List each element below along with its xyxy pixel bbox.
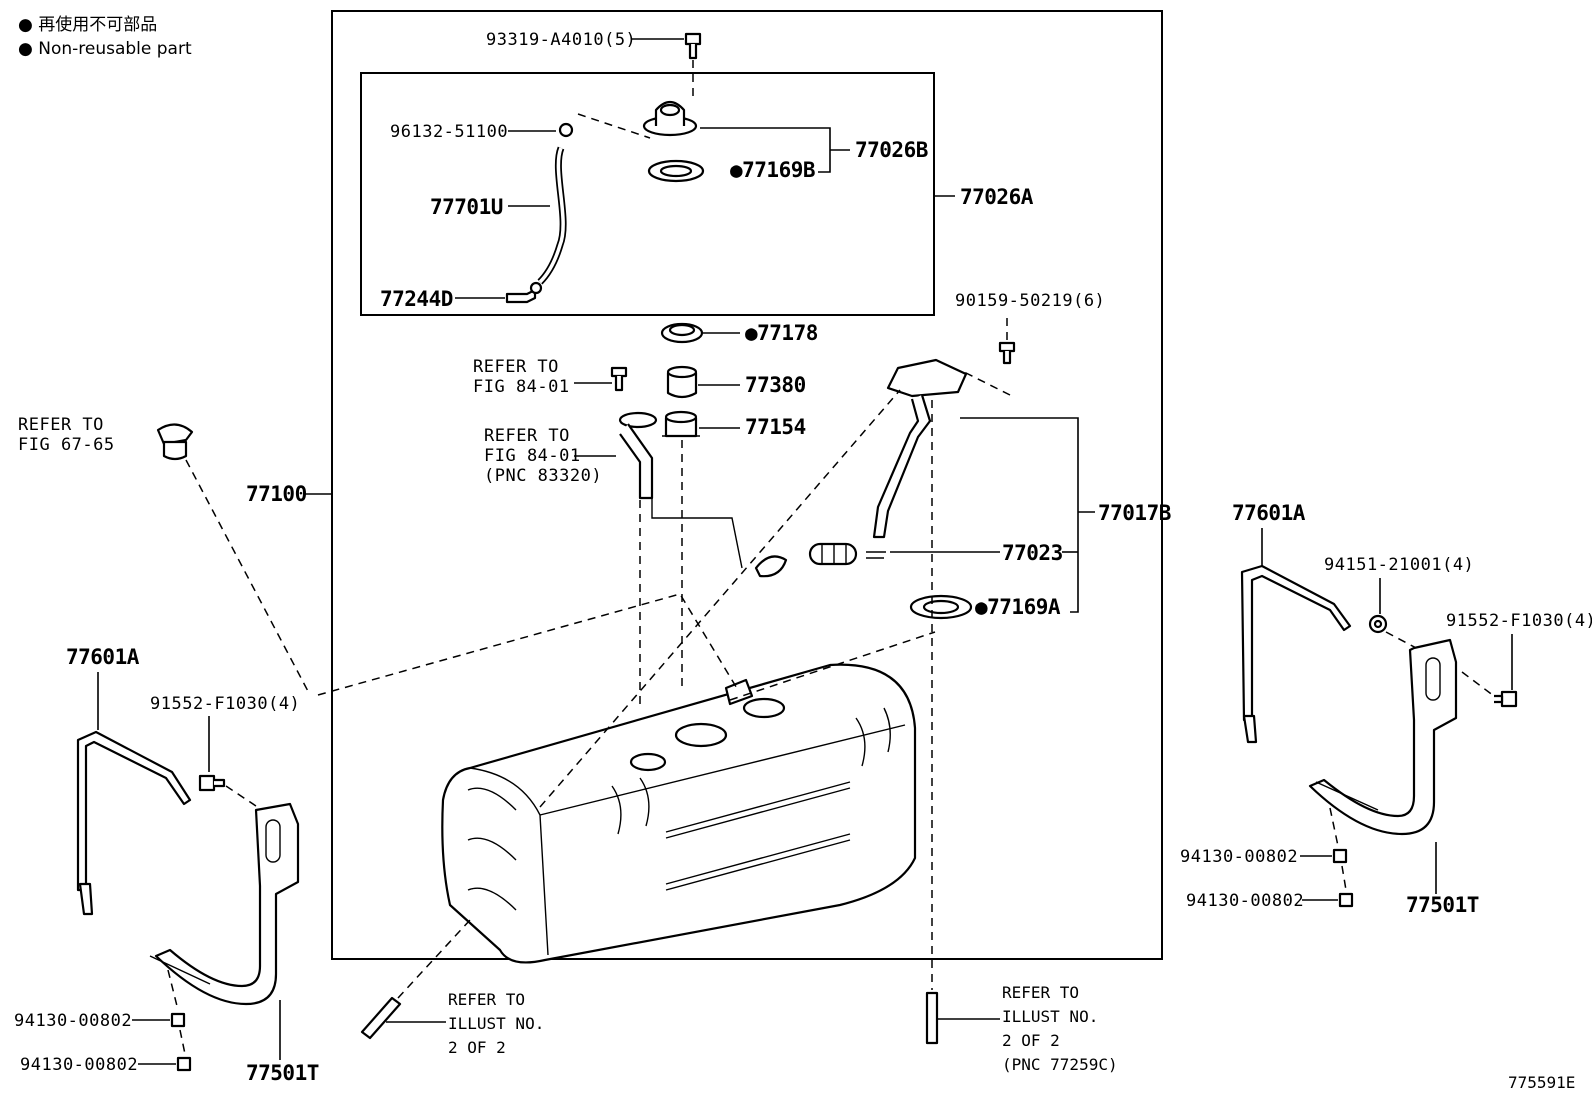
nut-94130-right-a[interactable] <box>1332 848 1348 864</box>
label-77380: 77380 <box>745 373 806 397</box>
gasket-77169a[interactable] <box>909 594 973 620</box>
label-91552-f1030-right: 91552-F1030(4) <box>1446 611 1592 631</box>
refer-bolt[interactable] <box>610 366 628 392</box>
ref-fig8401-a-line2: FIG 84-01 <box>473 377 570 397</box>
fuel-pump-77023[interactable] <box>808 542 886 566</box>
label-77017b: 77017B <box>1098 501 1171 525</box>
gasket-77169b[interactable] <box>647 159 705 183</box>
clamp-96132[interactable] <box>558 122 574 138</box>
ref-illust-b-line2: ILLUST NO. <box>1002 1007 1098 1026</box>
label-77601a-right: 77601A <box>1232 501 1306 525</box>
gasket-77178[interactable] <box>660 322 704 344</box>
ref-illust-b-line1: REFER TO <box>1002 983 1079 1002</box>
figure-id: 775591E <box>1508 1073 1575 1092</box>
label-93319-a4010: 93319-A4010(5) <box>486 30 636 50</box>
ref-illust-a-line1: REFER TO <box>448 990 525 1009</box>
main-assembly-frame <box>331 10 1163 960</box>
label-91552-f1030-left: 91552-F1030(4) <box>150 694 300 714</box>
label-77023: 77023 <box>1002 541 1063 565</box>
label-77701u: 77701U <box>430 195 503 219</box>
ref-fig8401-b-line3: (PNC 83320) <box>484 466 602 486</box>
label-77100: 77100 <box>246 482 307 506</box>
ref-illust-b-line4: (PNC 77259C) <box>1002 1055 1118 1074</box>
fuel-pump-bracket-77017b[interactable] <box>872 358 968 539</box>
label-96132-51100: 96132-51100 <box>390 122 508 142</box>
nut-94130-left-b[interactable] <box>176 1056 192 1072</box>
fuel-sender-83320[interactable] <box>618 411 788 578</box>
label-90159-50219: 90159-50219(6) <box>955 291 1105 311</box>
fitting-77244d[interactable] <box>505 281 543 304</box>
label-77169b: ●77169B <box>730 158 815 182</box>
label-94151-21001: 94151-21001(4) <box>1324 555 1474 575</box>
label-77601a-left: 77601A <box>66 645 140 669</box>
hose-77701u[interactable] <box>537 146 567 285</box>
filler-cap-ref-6765[interactable] <box>156 423 194 461</box>
nut-94130-right-b[interactable] <box>1338 892 1354 908</box>
ref-fig8401-b-line2: FIG 84-01 <box>484 446 581 466</box>
ref-illust-a-line3: 2 OF 2 <box>448 1038 506 1057</box>
ref-illust-b-line3: 2 OF 2 <box>1002 1031 1060 1050</box>
legend-japanese: ● 再使用不可部品 <box>18 14 157 35</box>
ref-fig6765-line1: REFER TO <box>18 415 104 435</box>
filter-77380[interactable] <box>666 365 698 399</box>
refer-hose-left[interactable] <box>360 996 402 1040</box>
sender-gauge-subframe <box>360 72 935 316</box>
label-94130-00802-left-b: 94130-00802 <box>20 1055 138 1075</box>
label-94130-00802-right-b: 94130-00802 <box>1186 891 1304 911</box>
strap-77601a-right[interactable] <box>1240 564 1352 744</box>
bracket-77501t-right[interactable] <box>1308 638 1458 836</box>
valve-77154[interactable] <box>662 410 700 438</box>
ref-fig8401-b-line1: REFER TO <box>484 426 570 446</box>
refer-hose-right[interactable] <box>925 991 939 1045</box>
label-94130-00802-left-a: 94130-00802 <box>14 1011 132 1031</box>
ref-fig8401-a-line1: REFER TO <box>473 357 559 377</box>
label-94130-00802-right-a: 94130-00802 <box>1180 847 1298 867</box>
label-77178: ●77178 <box>745 321 818 345</box>
label-77169a: ●77169A <box>975 595 1061 619</box>
bolt-90159[interactable] <box>998 341 1016 365</box>
label-77026b: 77026B <box>855 138 928 162</box>
nut-94151[interactable] <box>1368 614 1388 634</box>
nut-94130-left-a[interactable] <box>170 1012 186 1028</box>
fuel-tank-77100[interactable] <box>441 663 917 964</box>
legend-english: ● Non-reusable part <box>18 39 192 59</box>
label-77501t-right: 77501T <box>1406 893 1479 917</box>
label-77026a: 77026A <box>960 185 1034 209</box>
label-77154: 77154 <box>745 415 806 439</box>
ref-fig6765-line2: FIG 67-65 <box>18 435 115 455</box>
strap-77601a-left[interactable] <box>76 730 192 916</box>
bolt-93319[interactable] <box>684 32 702 60</box>
bolt-91552-left[interactable] <box>198 774 226 792</box>
label-77501t-left: 77501T <box>246 1061 319 1085</box>
bolt-91552-right[interactable] <box>1494 690 1518 708</box>
bracket-77501t-left[interactable] <box>149 802 300 1006</box>
label-77244d: 77244D <box>380 287 453 311</box>
ref-illust-a-line2: ILLUST NO. <box>448 1014 544 1033</box>
gauge-cap-77026b[interactable] <box>642 100 698 137</box>
